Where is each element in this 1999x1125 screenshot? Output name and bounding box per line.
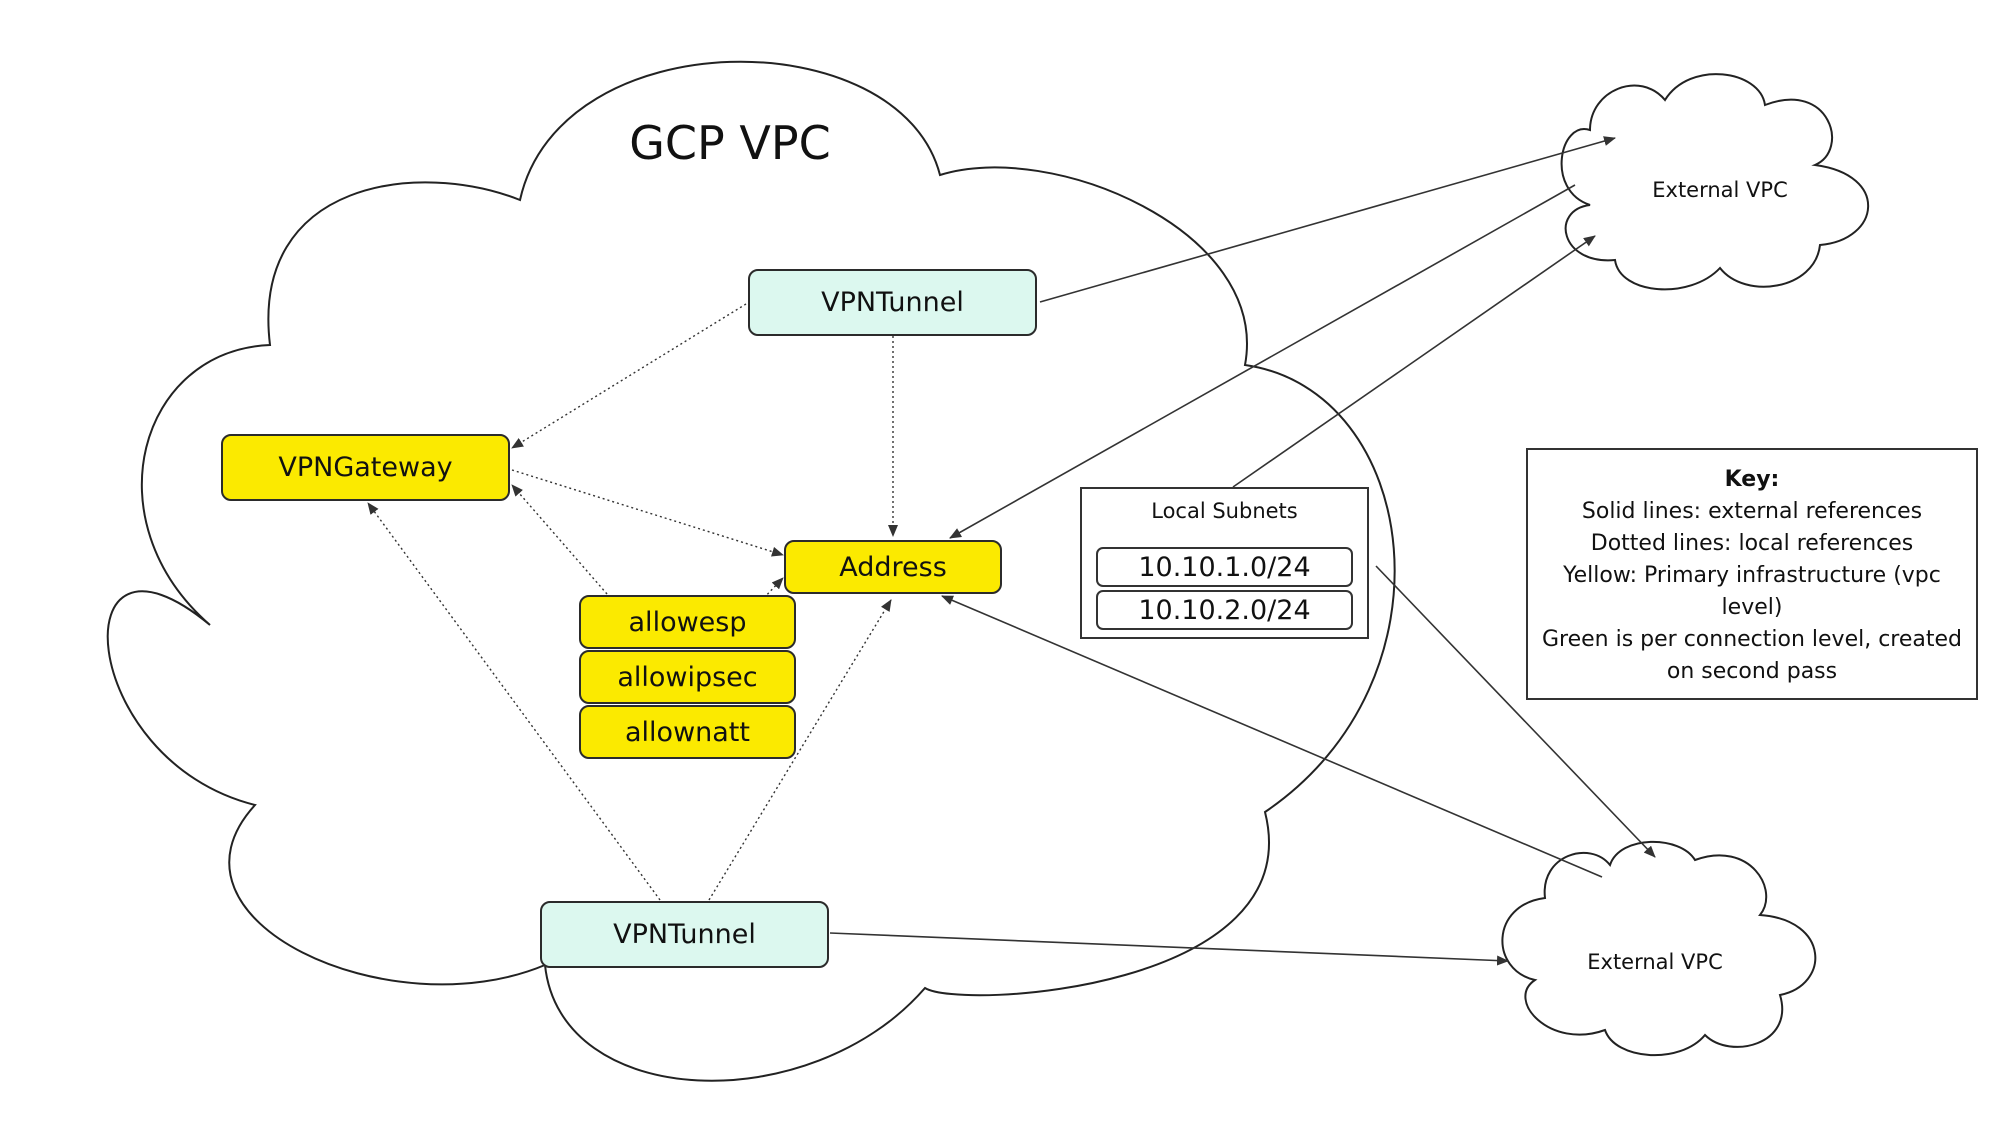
- legend-title: Key:: [1724, 467, 1780, 492]
- edge-tunnel-bottom-to-ext-bottom: [829, 932, 1509, 966]
- edge-tunnel-top-to-ext-top: [1039, 136, 1616, 303]
- legend-line-solid: Solid lines: external references: [1581, 499, 1923, 524]
- external-vpc-top-label: External VPC: [1652, 178, 1788, 202]
- edge-tunnel-bottom-to-gateway: [367, 502, 661, 901]
- external-reference-lines: [829, 136, 1656, 966]
- vpn-tunnel-bottom-node: VPNTunnel: [540, 901, 829, 968]
- vpn-gateway-node: VPNGateway: [221, 434, 510, 501]
- edge-ext-bottom-to-address: [941, 595, 1603, 878]
- local-subnets-box: Local Subnets 10.10.1.0/24 10.10.2.0/24: [1080, 487, 1369, 639]
- edge-ext-top-to-address: [949, 184, 1576, 539]
- vpn-tunnel-top-node: VPNTunnel: [748, 269, 1037, 336]
- legend-key-box: Key: Solid lines: external references Do…: [1526, 448, 1978, 700]
- local-subnets-title: Local Subnets: [1151, 499, 1298, 523]
- edge-gateway-to-address: [511, 469, 784, 557]
- legend-line-dotted: Dotted lines: local references: [1590, 531, 1914, 556]
- address-node: Address: [784, 540, 1002, 594]
- allowesp-node: allowesp: [579, 595, 796, 649]
- subnet-entry: 10.10.1.0/24: [1096, 547, 1353, 587]
- external-vpc-bottom-label: External VPC: [1587, 950, 1723, 974]
- gcp-vpc-cloud: [106, 60, 1396, 1082]
- allownatt-node: allownatt: [579, 705, 796, 759]
- edge-tunnel-top-to-gateway: [511, 303, 747, 449]
- edge-subnets-to-ext-top: [1232, 235, 1596, 488]
- legend-line-yellow: Yellow: Primary infrastructure (vpc leve…: [1563, 563, 1941, 620]
- allowipsec-node: allowipsec: [579, 650, 796, 704]
- external-vpc-top-cloud: [1560, 73, 1870, 291]
- local-reference-lines: [367, 303, 898, 901]
- legend-line-green: Green is per connection level, created o…: [1541, 627, 1963, 684]
- edge-firewall-to-gateway: [511, 484, 608, 595]
- edge-subnets-to-ext-bottom: [1375, 565, 1656, 858]
- vpc-title: GCP VPC: [629, 116, 831, 170]
- subnet-entry: 10.10.2.0/24: [1096, 590, 1353, 630]
- edge-tunnel-bottom-to-address: [708, 599, 892, 901]
